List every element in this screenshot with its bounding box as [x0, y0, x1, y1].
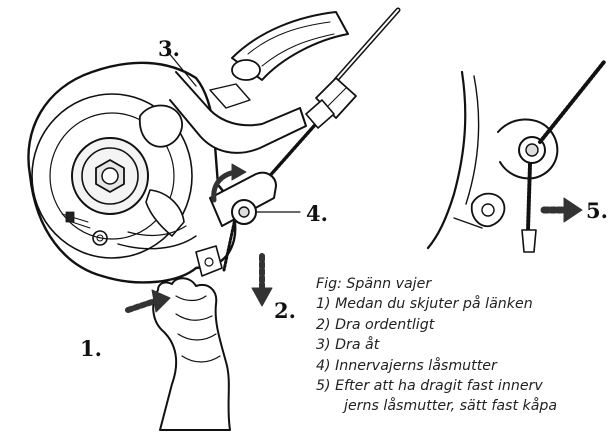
legend-title: Fig: Spänn vajer — [316, 276, 432, 292]
legend-item-3: 3) Dra åt — [316, 337, 380, 354]
frame-tube-drawing — [169, 11, 349, 154]
callout-5: 5. — [586, 198, 608, 223]
legend-item-1: 1) Medan du skjuter på länken — [316, 296, 533, 313]
callout-3: 3. — [158, 36, 180, 61]
legend-item-4: 4) Innervajerns låsmutter — [316, 357, 497, 374]
hand-drawing — [125, 253, 273, 431]
inset-drawing — [426, 60, 606, 253]
callout-4: 4. — [306, 201, 328, 226]
callout-2: 2. — [274, 298, 296, 323]
legend-item-2: 2) Dra ordentligt — [316, 316, 435, 333]
callout-1: 1. — [80, 336, 102, 361]
legend-item-5-continuation: jerns låsmutter, sätt fast kåpa — [344, 398, 558, 415]
brake-cable-drawing — [167, 7, 401, 277]
figure-legend: Fig: Spänn vajer 1) Medan du skjuter på … — [316, 274, 615, 417]
legend-item-5: 5) Efter att ha dragit fast innerv — [316, 377, 543, 394]
